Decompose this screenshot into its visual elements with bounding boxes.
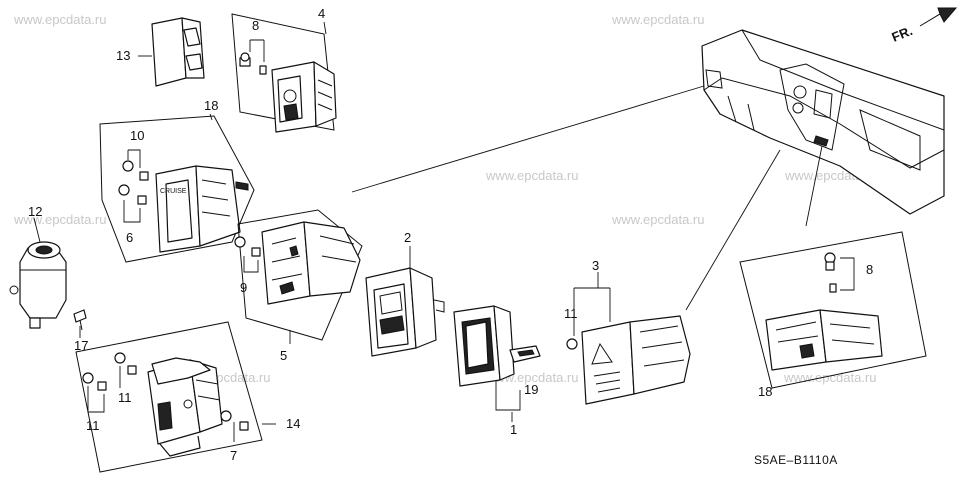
callout-6: 6 bbox=[126, 230, 133, 245]
leader-line bbox=[685, 149, 781, 311]
leader-line bbox=[323, 21, 327, 35]
leader-line bbox=[840, 257, 855, 291]
callout-19: 18 bbox=[758, 384, 772, 399]
callout-5: 5 bbox=[280, 348, 287, 363]
part-9-bulb bbox=[234, 236, 261, 257]
callout-14: 18 bbox=[204, 98, 218, 113]
watermark: www.epcdata.ru bbox=[13, 212, 107, 227]
callout-15: 14 bbox=[286, 416, 300, 431]
part-16-blank-cover bbox=[151, 17, 205, 87]
part-6-bulb bbox=[118, 184, 147, 205]
callout-17: 19 bbox=[524, 382, 538, 397]
front-direction-marker: FR. bbox=[890, 7, 958, 45]
part-5-mirror-switch bbox=[261, 221, 361, 305]
part-13-switch bbox=[9, 241, 67, 329]
leader-line bbox=[495, 380, 521, 411]
leader-line bbox=[209, 113, 213, 121]
leader-line bbox=[805, 145, 823, 227]
part-11-bulbs bbox=[82, 352, 137, 391]
part-4-frame bbox=[231, 13, 335, 131]
callout-9: 9 bbox=[240, 280, 247, 295]
part-3-hazard-switch bbox=[581, 315, 691, 405]
callout-13: 12 bbox=[28, 204, 42, 219]
diagram-code: S5AE–B1110A bbox=[754, 453, 838, 467]
callout-3: 3 bbox=[592, 258, 599, 273]
callout-12: 11 bbox=[564, 306, 578, 321]
part-17-clip bbox=[509, 345, 541, 363]
fr-label: FR. bbox=[890, 23, 915, 45]
leader-line bbox=[123, 200, 141, 223]
part-7-bulb bbox=[220, 410, 249, 431]
part-2-switch bbox=[365, 267, 445, 357]
part-11-switch bbox=[147, 357, 223, 457]
callout-11-b: 11 bbox=[86, 418, 100, 433]
svg-text:CRUISE: CRUISE bbox=[160, 188, 187, 195]
part-14-frame bbox=[99, 115, 255, 263]
part-10-bulb bbox=[122, 160, 149, 181]
callout-11-a: 11 bbox=[118, 390, 132, 405]
callout-4: 4 bbox=[318, 6, 325, 21]
callout-2: 2 bbox=[404, 230, 411, 245]
watermark: www.epcdata.ru bbox=[611, 12, 705, 27]
callout-10: 10 bbox=[130, 128, 144, 143]
part-4-headlight-leveler-switch bbox=[271, 61, 337, 133]
callout-7: 7 bbox=[230, 448, 237, 463]
leader-line bbox=[127, 149, 141, 168]
callout-1: 1 bbox=[510, 422, 517, 437]
part-19-switch bbox=[765, 309, 883, 371]
callout-16: 13 bbox=[116, 48, 130, 63]
watermark: www.epcdata.ru bbox=[611, 212, 705, 227]
dashboard-illustration bbox=[701, 29, 945, 215]
watermark: www.epcdata.ru bbox=[485, 168, 579, 183]
part-11-frame bbox=[75, 321, 263, 473]
leader-line bbox=[33, 217, 41, 243]
callout-18: 17 bbox=[74, 338, 88, 353]
callout-8-upper: 8 bbox=[252, 18, 259, 33]
part-8-bulb-upper bbox=[239, 52, 267, 75]
watermark: www.epcdata.ru bbox=[13, 12, 107, 27]
leader-line bbox=[243, 256, 259, 273]
leader-line bbox=[249, 39, 265, 62]
callout-8-lower: 8 bbox=[866, 262, 873, 277]
leader-line bbox=[87, 386, 105, 413]
part-18-screw bbox=[73, 309, 87, 331]
part-8-bulb-lower bbox=[824, 252, 837, 293]
part-1-switch bbox=[453, 305, 515, 387]
part-12-bulb bbox=[566, 338, 578, 350]
part-19-frame bbox=[739, 231, 927, 389]
leader-line bbox=[573, 287, 611, 336]
part-14-cruise-switch: CRUISE bbox=[155, 165, 249, 253]
leader-line bbox=[351, 85, 705, 193]
